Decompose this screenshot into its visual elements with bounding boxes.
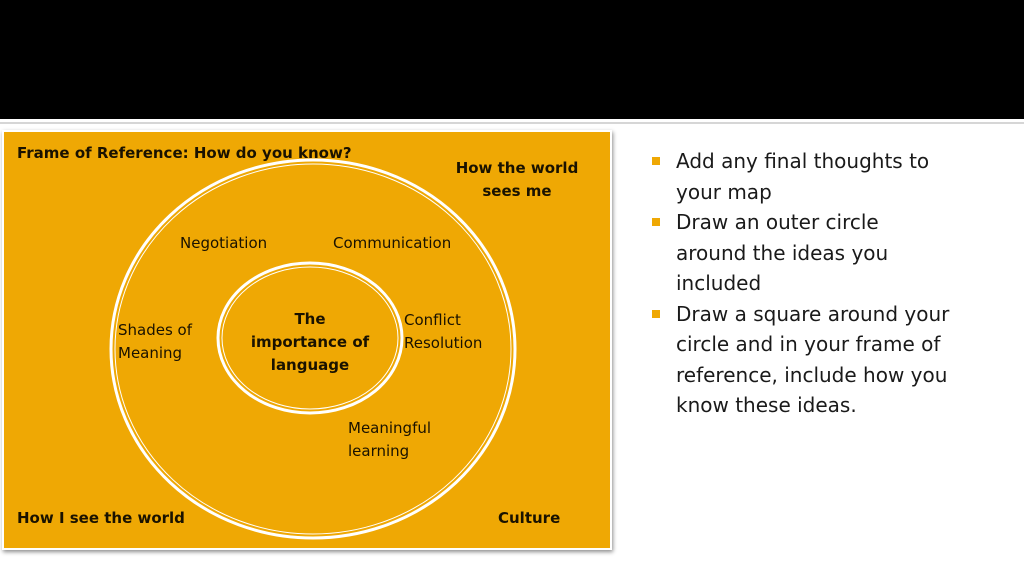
frame-title: Frame of Reference: How do you know?: [17, 144, 352, 162]
square-bullet-icon: [652, 309, 660, 318]
instruction-item: Draw a square around your circle and in …: [650, 299, 990, 421]
title-divider: [0, 122, 1024, 124]
label-culture: Culture: [498, 509, 561, 527]
outer-circle: [109, 158, 517, 540]
center-label: The importance of language: [250, 310, 370, 374]
concentric-circles-diagram: [109, 158, 517, 540]
instruction-item: Add any final thoughts to your map: [650, 146, 990, 207]
title-bar: [0, 0, 1024, 119]
instruction-item: Draw an outer circle around the ideas yo…: [650, 207, 990, 299]
square-bullet-icon: [652, 218, 660, 226]
label-how-world-sees-me: How the world sees me: [455, 159, 579, 200]
outer-circle-inner-line: [114, 163, 512, 535]
label-negotiation: Negotiation: [180, 234, 268, 252]
inner-circle-inner-line: [221, 266, 399, 410]
inner-circle: [216, 261, 404, 415]
label-conflict-resolution: Conflict Resolution: [404, 311, 483, 352]
square-bullet-icon: [652, 157, 660, 165]
diagram-panel: Frame of Reference: How do you know? How…: [2, 130, 612, 550]
label-communication: Communication: [333, 234, 452, 252]
label-meaningful-learning: Meaningful learning: [348, 419, 432, 460]
label-shades-of-meaning: Shades of Meaning: [118, 321, 193, 362]
label-how-i-see-the-world: How I see the world: [17, 509, 185, 527]
instruction-list: Add any final thoughts to your map Draw …: [650, 146, 990, 421]
